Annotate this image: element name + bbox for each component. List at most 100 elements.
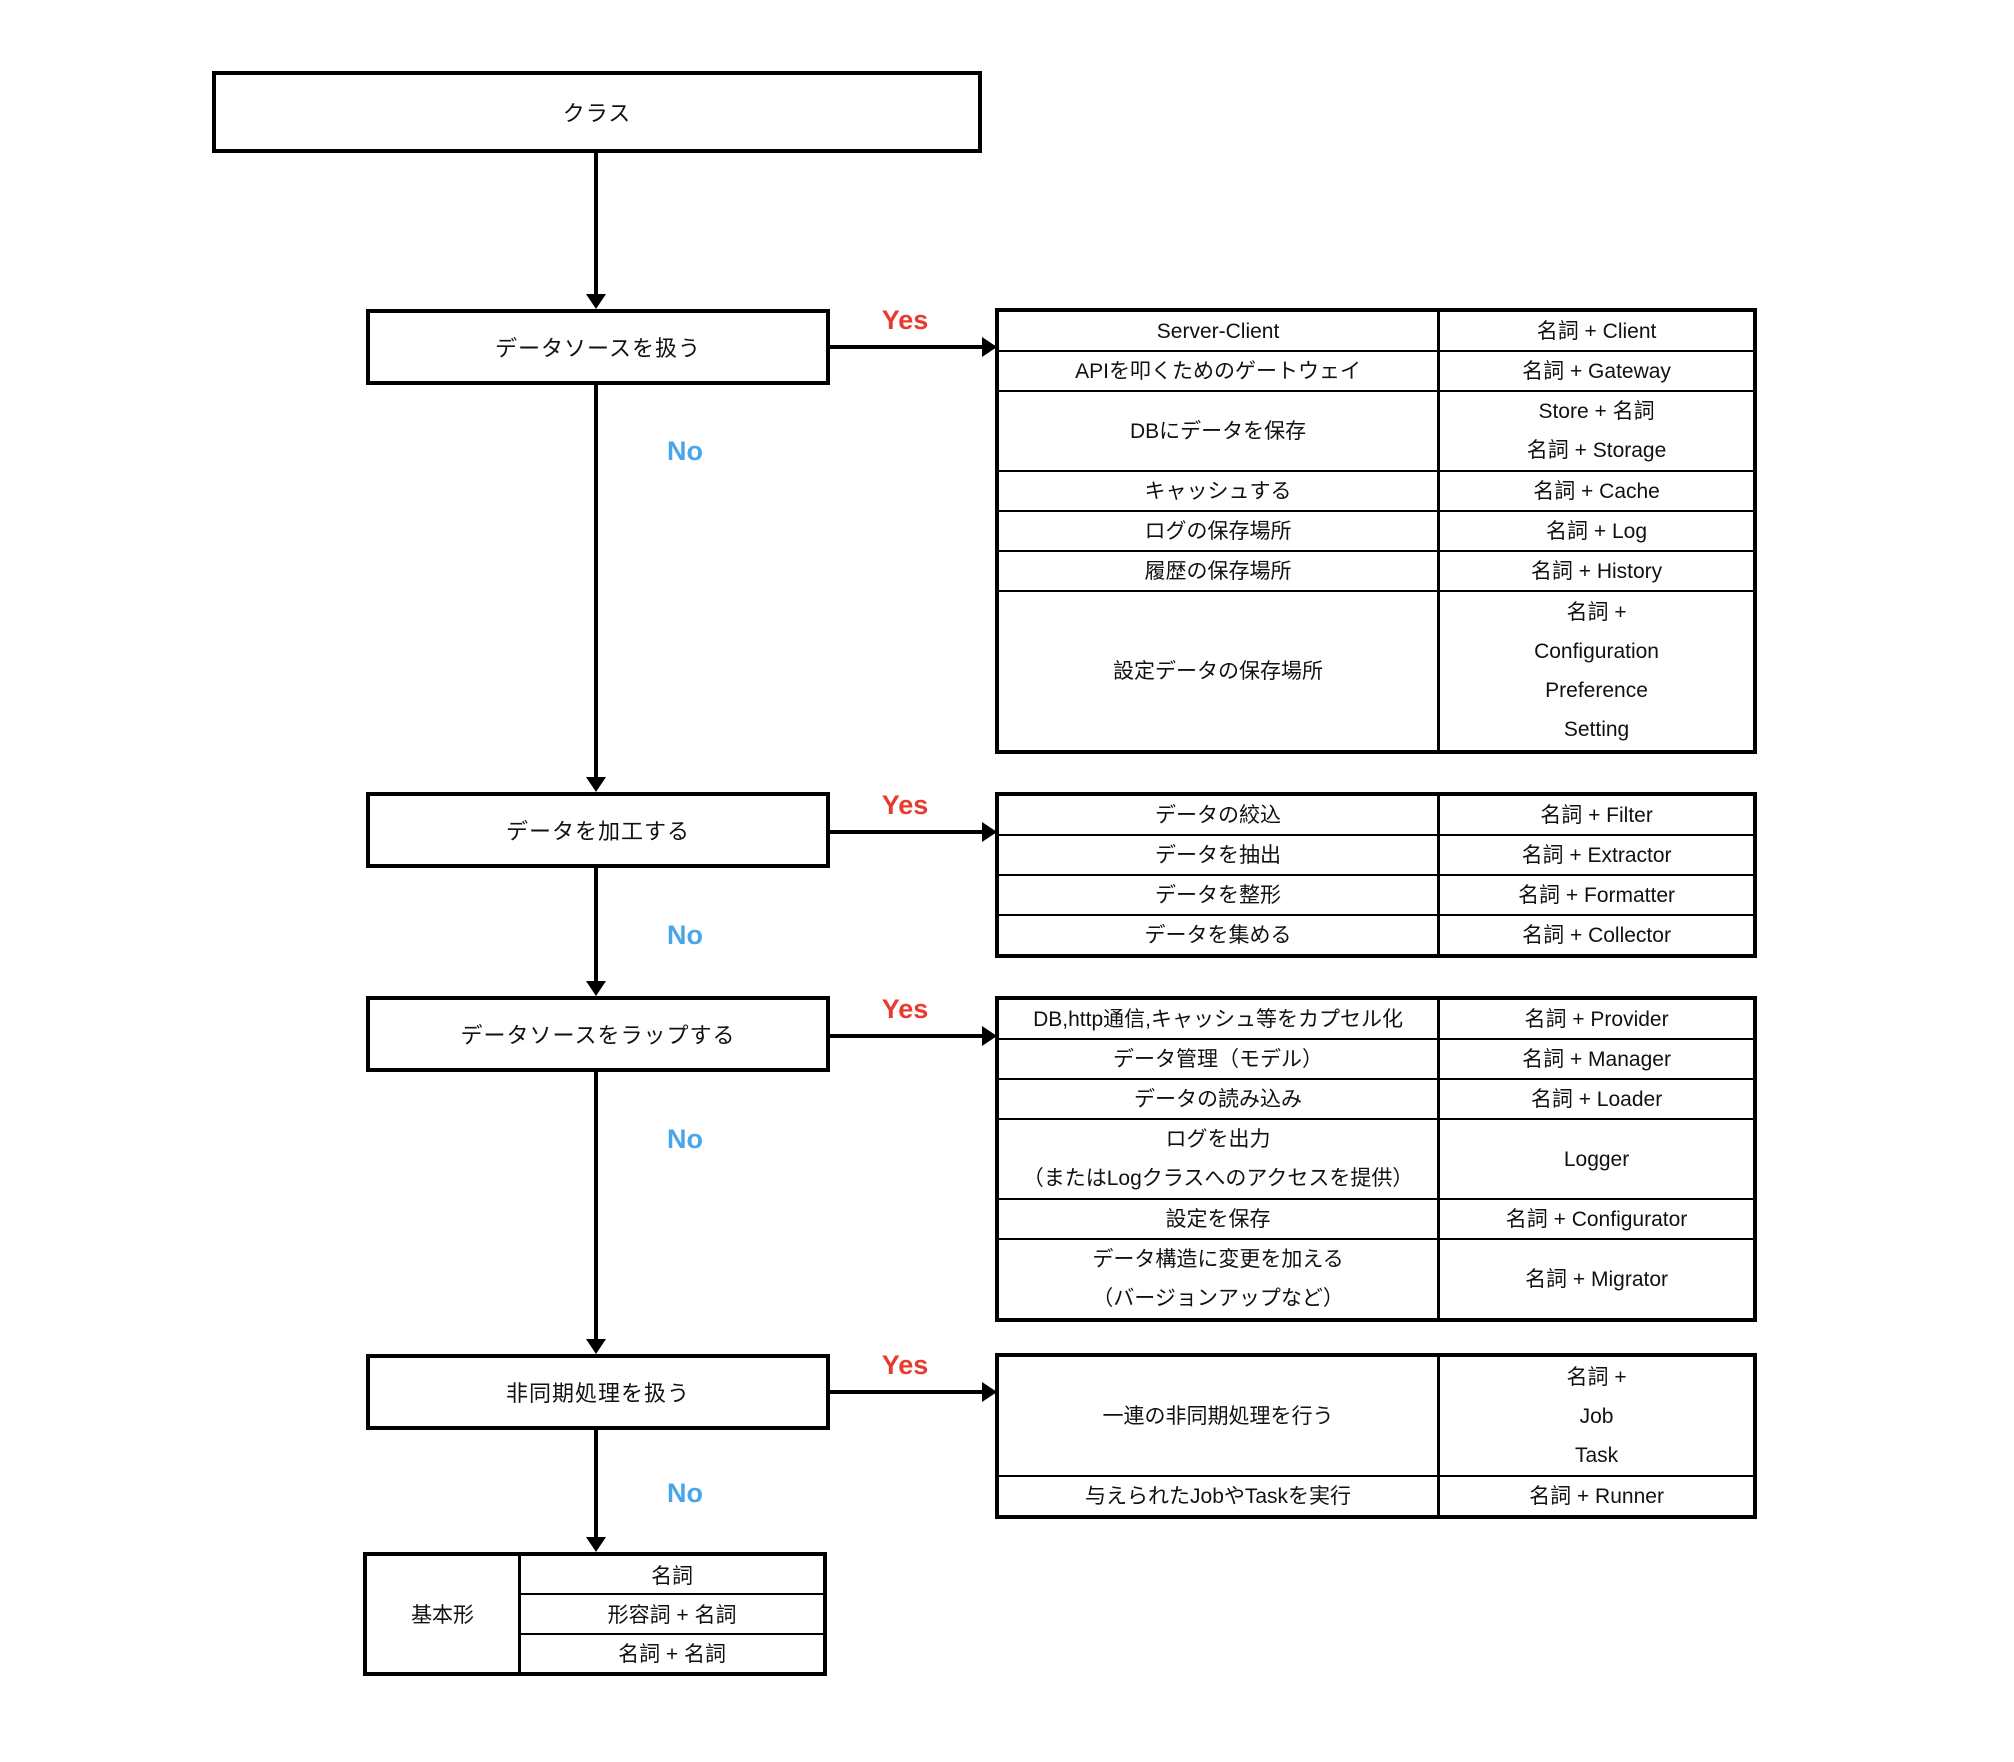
naming-cell: 名詞 + Formatter bbox=[1518, 883, 1676, 907]
decision-box-async: 非同期処理を扱う bbox=[366, 1354, 830, 1430]
table-row: データの読み込み 名詞 + Loader bbox=[999, 1078, 1753, 1118]
yes-arrow-line-1 bbox=[828, 345, 984, 349]
usage-cell: データの読み込み bbox=[999, 1080, 1441, 1118]
usage-cell: 設定データの保存場所 bbox=[999, 592, 1441, 750]
naming-cell: 名詞 + Manager bbox=[1522, 1047, 1671, 1071]
flow-line-d2-to-d3 bbox=[594, 868, 598, 983]
arrowhead-right-icon bbox=[982, 337, 997, 357]
naming-cell: 名詞 + Runner bbox=[1529, 1484, 1664, 1508]
usage-cell: DB,http通信,キャッシュ等をカプセル化 bbox=[999, 1000, 1441, 1038]
naming-cell: Logger bbox=[1563, 1147, 1630, 1171]
arrowhead-down-icon bbox=[586, 1537, 606, 1552]
naming-cell: 名詞 + Job Task bbox=[1566, 1365, 1627, 1467]
flow-line-d1-to-d2 bbox=[594, 385, 598, 779]
arrowhead-right-icon bbox=[982, 1382, 997, 1402]
naming-cell: 名詞 + Provider bbox=[1524, 1007, 1669, 1031]
naming-cell: Store + 名詞 名詞 + Storage bbox=[1526, 400, 1667, 462]
usage-cell: 与えられたJobやTaskを実行 bbox=[999, 1477, 1441, 1515]
usage-cell: データ管理（モデル） bbox=[999, 1040, 1441, 1078]
table-row: DBにデータを保存 Store + 名詞 名詞 + Storage bbox=[999, 390, 1753, 470]
yes-label-2: Yes bbox=[881, 790, 929, 820]
no-label-3: No bbox=[667, 1124, 703, 1154]
table-row: 履歴の保存場所 名詞 + History bbox=[999, 550, 1753, 590]
usage-cell: データを抽出 bbox=[999, 836, 1441, 874]
root-class-label: クラス bbox=[562, 101, 632, 126]
table-row: データの絞込 名詞 + Filter bbox=[999, 796, 1753, 834]
table-row: データを整形 名詞 + Formatter bbox=[999, 874, 1753, 914]
naming-cell: 名詞 + Client bbox=[1536, 319, 1657, 343]
no-label-4: No bbox=[667, 1478, 703, 1508]
decision-box-wrap-data-source: データソースをラップする bbox=[366, 996, 830, 1072]
table-row: データを集める 名詞 + Collector bbox=[999, 914, 1753, 954]
usage-cell: DBにデータを保存 bbox=[999, 392, 1441, 470]
no-label-2: No bbox=[667, 920, 703, 950]
table-row: 与えられたJobやTaskを実行 名詞 + Runner bbox=[999, 1475, 1753, 1515]
table-row: データ構造に変更を加える （バージョンアップなど） 名詞 + Migrator bbox=[999, 1238, 1753, 1318]
table-row: APIを叩くためのゲートウェイ 名詞 + Gateway bbox=[999, 350, 1753, 390]
usage-cell: Server-Client bbox=[999, 312, 1441, 350]
arrowhead-right-icon bbox=[982, 822, 997, 842]
arrowhead-down-icon bbox=[586, 777, 606, 792]
yes-label-3: Yes bbox=[881, 994, 929, 1024]
table-row: キャッシュする 名詞 + Cache bbox=[999, 470, 1753, 510]
naming-cell: 名詞 + Configurator bbox=[1505, 1207, 1688, 1231]
yes-label-1: Yes bbox=[881, 305, 929, 335]
decision-box-process-data: データを加工する bbox=[366, 792, 830, 868]
table-row: ログを出力 （またはLogクラスへのアクセスを提供） Logger bbox=[999, 1118, 1753, 1198]
naming-cell: 名詞 + History bbox=[1530, 559, 1663, 583]
naming-cell: 名詞 + Gateway bbox=[1522, 359, 1671, 383]
yes-label-4: Yes bbox=[881, 1350, 929, 1380]
table-row: 設定を保存 名詞 + Configurator bbox=[999, 1198, 1753, 1238]
table-row: ログの保存場所 名詞 + Log bbox=[999, 510, 1753, 550]
naming-cell: 名詞 + Log bbox=[1546, 519, 1648, 543]
table-row: DB,http通信,キャッシュ等をカプセル化 名詞 + Provider bbox=[999, 1000, 1753, 1038]
yes-arrow-line-2 bbox=[828, 830, 984, 834]
flow-line-d4-to-base bbox=[594, 1430, 598, 1539]
base-form-row: 形容詞 + 名詞 bbox=[521, 1593, 823, 1632]
naming-table-process-data: データの絞込 名詞 + Filter データを抽出 名詞 + Extractor… bbox=[995, 792, 1757, 958]
naming-cell: 名詞 + Configuration Preference Setting bbox=[1534, 601, 1659, 741]
naming-table-data-source: Server-Client 名詞 + Client APIを叩くためのゲートウェ… bbox=[995, 308, 1757, 754]
arrowhead-down-icon bbox=[586, 294, 606, 309]
decision-label: データを加工する bbox=[505, 819, 690, 844]
naming-cell: 名詞 + Loader bbox=[1530, 1087, 1663, 1111]
arrowhead-right-icon bbox=[982, 1026, 997, 1046]
naming-cell: 名詞 + Cache bbox=[1533, 479, 1660, 503]
usage-cell: データを整形 bbox=[999, 876, 1441, 914]
base-form-row: 名詞 + 名詞 bbox=[521, 1632, 823, 1672]
table-row: データを抽出 名詞 + Extractor bbox=[999, 834, 1753, 874]
usage-cell: 履歴の保存場所 bbox=[999, 552, 1441, 590]
usage-cell: データを集める bbox=[999, 916, 1441, 954]
arrowhead-down-icon bbox=[586, 981, 606, 996]
usage-cell: ログを出力 （またはLogクラスへのアクセスを提供） bbox=[999, 1120, 1441, 1198]
naming-cell: 名詞 + Extractor bbox=[1521, 843, 1672, 867]
usage-cell: 設定を保存 bbox=[999, 1200, 1441, 1238]
table-row: Server-Client 名詞 + Client bbox=[999, 312, 1753, 350]
flow-line-d3-to-d4 bbox=[594, 1072, 598, 1341]
naming-cell: 名詞 + Collector bbox=[1522, 923, 1671, 947]
base-form-table: 基本形 名詞 形容詞 + 名詞 名詞 + 名詞 bbox=[363, 1552, 827, 1676]
root-class-box: クラス bbox=[212, 71, 982, 153]
yes-arrow-line-4 bbox=[828, 1390, 984, 1394]
naming-cell: 名詞 + Filter bbox=[1540, 803, 1653, 827]
table-row: 設定データの保存場所 名詞 + Configuration Preference… bbox=[999, 590, 1753, 750]
decision-label: 非同期処理を扱う bbox=[505, 1381, 690, 1406]
usage-cell: 一連の非同期処理を行う bbox=[999, 1357, 1441, 1475]
decision-box-data-source: データソースを扱う bbox=[366, 309, 830, 385]
no-label-1: No bbox=[667, 436, 703, 466]
flow-line-root-to-d1 bbox=[594, 153, 598, 296]
decision-label: データソースを扱う bbox=[495, 336, 701, 361]
yes-arrow-line-3 bbox=[828, 1034, 984, 1038]
naming-cell: 名詞 + Migrator bbox=[1525, 1267, 1669, 1291]
usage-cell: データ構造に変更を加える （バージョンアップなど） bbox=[999, 1240, 1441, 1318]
usage-cell: ログの保存場所 bbox=[999, 512, 1441, 550]
decision-label: データソースをラップする bbox=[460, 1023, 736, 1048]
table-row: 一連の非同期処理を行う 名詞 + Job Task bbox=[999, 1357, 1753, 1475]
usage-cell: データの絞込 bbox=[999, 796, 1441, 834]
usage-cell: キャッシュする bbox=[999, 472, 1441, 510]
base-form-header: 基本形 bbox=[367, 1556, 522, 1672]
naming-table-wrap-data-source: DB,http通信,キャッシュ等をカプセル化 名詞 + Provider データ… bbox=[995, 996, 1757, 1322]
usage-cell: APIを叩くためのゲートウェイ bbox=[999, 352, 1441, 390]
naming-table-async: 一連の非同期処理を行う 名詞 + Job Task 与えられたJobやTaskを… bbox=[995, 1353, 1757, 1519]
